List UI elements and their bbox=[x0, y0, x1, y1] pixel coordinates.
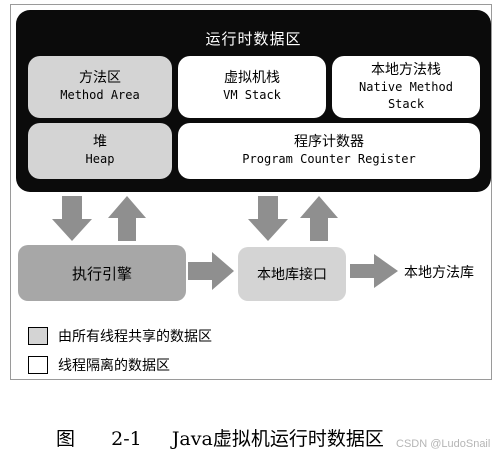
legend-shared-swatch bbox=[28, 327, 48, 345]
vm-stack-label-zh: 虚拟机栈 bbox=[224, 70, 280, 86]
legend-isolated-label: 线程隔离的数据区 bbox=[58, 358, 170, 374]
execution-engine-box: 执行引擎 bbox=[18, 245, 186, 301]
pc-register-label-en: Program Counter Register bbox=[242, 152, 416, 166]
method-area-box: 方法区 Method Area bbox=[28, 56, 172, 118]
arrow-right-icon bbox=[188, 252, 234, 290]
legend-isolated: 线程隔离的数据区 bbox=[28, 355, 170, 375]
arrow-up-icon bbox=[300, 196, 338, 241]
arrow-down-icon bbox=[248, 196, 288, 241]
pc-register-box: 程序计数器 Program Counter Register bbox=[178, 123, 480, 179]
legend-shared: 由所有线程共享的数据区 bbox=[28, 326, 212, 346]
method-area-label-zh: 方法区 bbox=[79, 70, 121, 86]
vm-stack-label-en: VM Stack bbox=[223, 88, 281, 102]
heap-label-en: Heap bbox=[85, 152, 115, 166]
execution-engine-label: 执行引擎 bbox=[71, 264, 132, 283]
method-area-label-en: Method Area bbox=[60, 88, 140, 102]
native-library-label: 本地方法库 bbox=[404, 265, 474, 281]
native-method-stack-label-en-2: Stack bbox=[387, 96, 425, 111]
native-method-stack-label-zh: 本地方法栈 bbox=[371, 61, 441, 78]
native-interface-label: 本地库接口 bbox=[257, 267, 327, 283]
native-method-stack-label-en-1: Native Method bbox=[359, 79, 453, 94]
watermark: CSDN @LudoSnail bbox=[396, 438, 491, 450]
caption-number: 2-1 bbox=[111, 428, 142, 450]
arrow-down-icon bbox=[52, 196, 92, 241]
legend-isolated-swatch bbox=[28, 356, 48, 374]
heap-box: 堆 Heap bbox=[28, 123, 172, 179]
caption-figure: 图 bbox=[56, 428, 76, 450]
native-interface-box: 本地库接口 bbox=[238, 247, 346, 301]
runtime-data-area-title: 运行时数据区 bbox=[205, 30, 302, 48]
vm-stack-box: 虚拟机栈 VM Stack bbox=[178, 56, 326, 118]
figure-caption: 图 2-1 Java虚拟机运行时数据区 bbox=[56, 424, 384, 451]
arrow-right-icon bbox=[350, 254, 398, 288]
arrow-up-icon bbox=[108, 196, 146, 241]
runtime-data-area: 运行时数据区 方法区 Method Area 虚拟机栈 VM Stack 本地方… bbox=[16, 10, 491, 192]
legend-shared-label: 由所有线程共享的数据区 bbox=[58, 329, 212, 345]
caption-text: Java虚拟机运行时数据区 bbox=[171, 428, 384, 450]
pc-register-label-zh: 程序计数器 bbox=[294, 134, 364, 150]
heap-label-zh: 堆 bbox=[93, 134, 107, 150]
native-method-stack-box: 本地方法栈 Native Method Stack bbox=[332, 56, 480, 118]
